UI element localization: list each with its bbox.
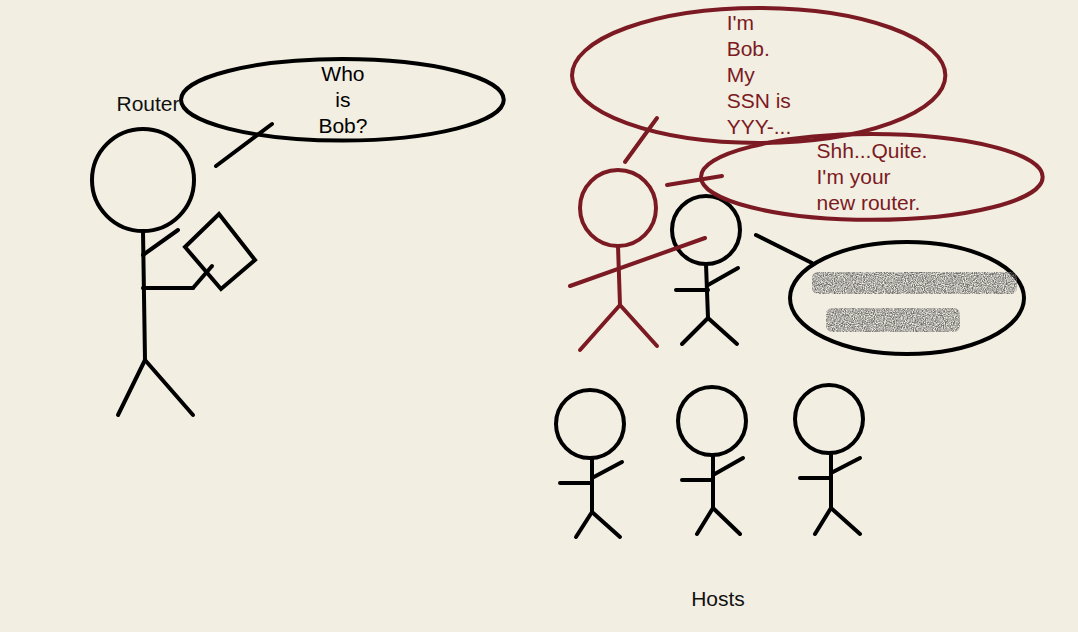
host-figure	[672, 196, 812, 344]
figure-label: Hosts	[691, 587, 745, 611]
host-figure	[795, 385, 863, 534]
host-figure	[556, 390, 624, 537]
host-figure	[678, 387, 746, 534]
router-figure	[92, 124, 272, 415]
speech-bubble: Shh...Quite. I'm your new router.	[699, 132, 1045, 222]
speech-bubble: Who is Bob?	[179, 57, 506, 143]
bubble-text: Who is Bob?	[317, 61, 368, 139]
figure-label: Router	[116, 92, 179, 116]
speech-bubble: I'm Bob. My SSN is YYY-...	[570, 6, 947, 145]
attacker-figure	[570, 118, 722, 350]
blurred-bubble	[790, 242, 1024, 354]
bubble-text: Shh...Quite. I'm your new router.	[817, 138, 929, 216]
bubble-text: I'm Bob. My SSN is YYY-...	[727, 10, 793, 140]
scribbled-text	[805, 265, 1025, 337]
